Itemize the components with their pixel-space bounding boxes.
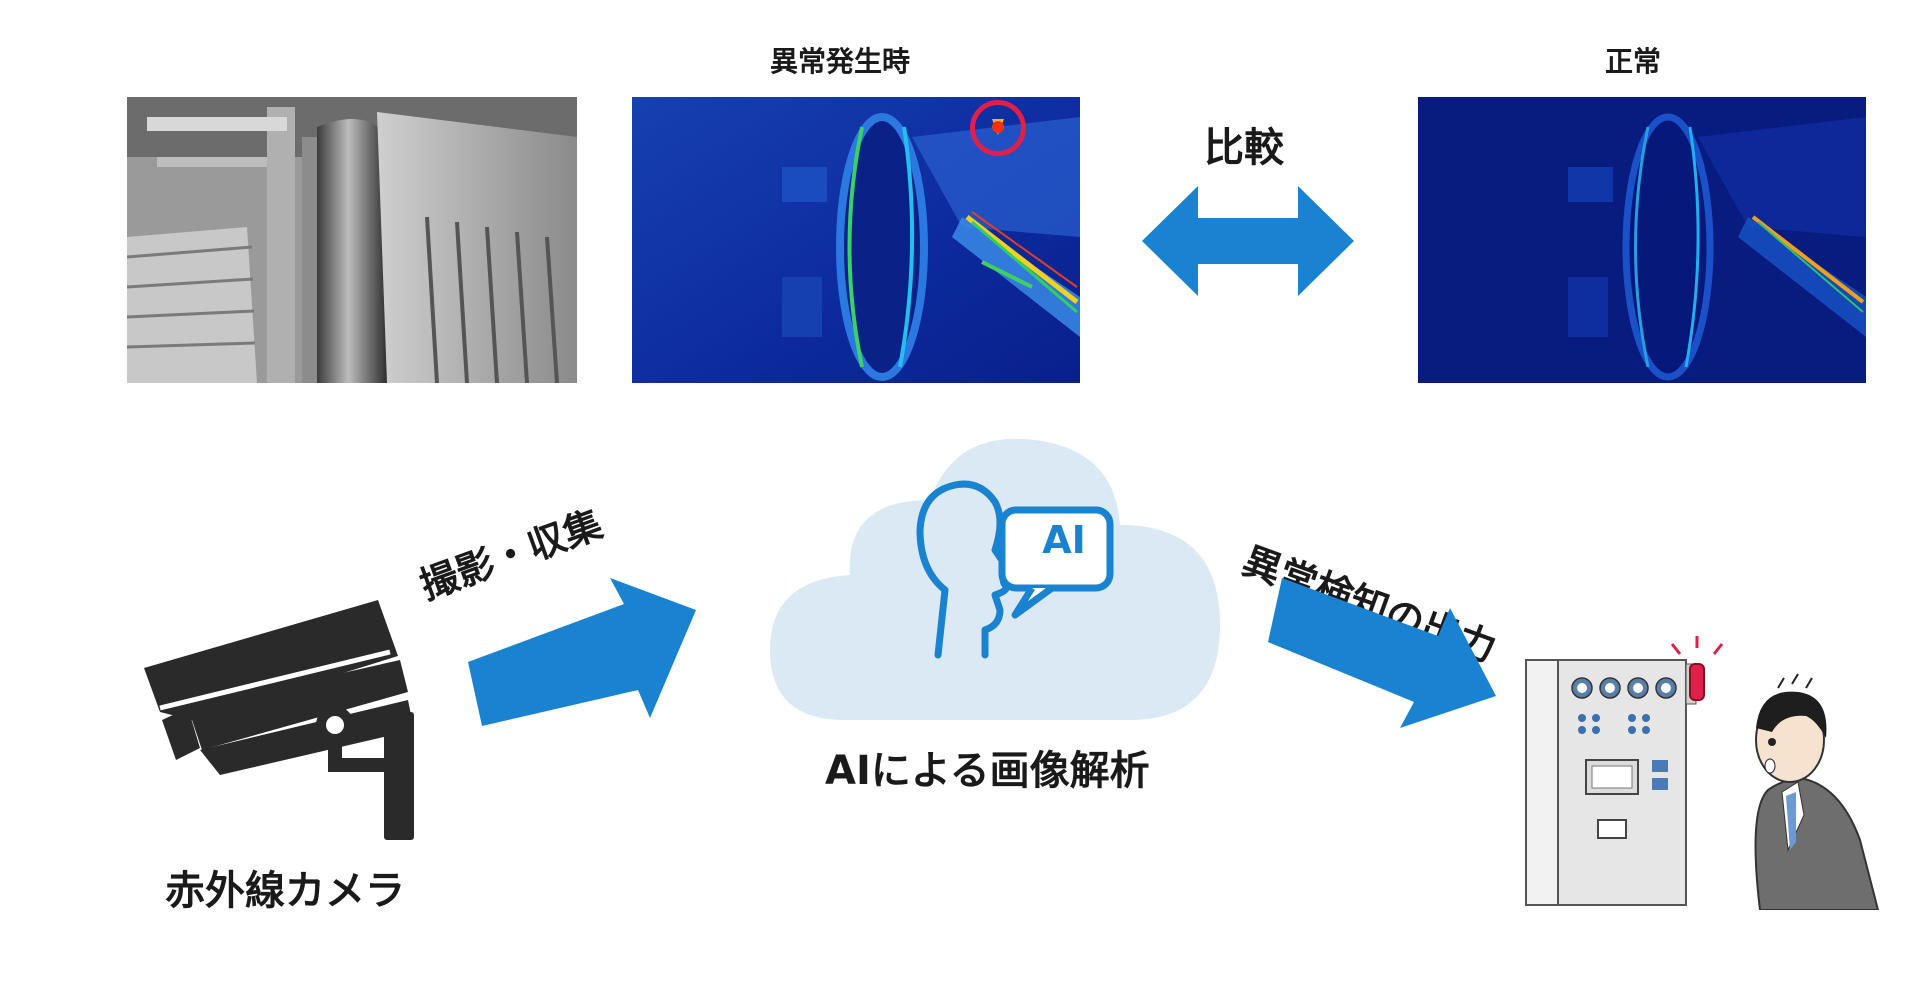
double-arrow-icon [1142, 186, 1354, 296]
anomaly-thermal-image [632, 97, 1080, 383]
anomaly-label: 異常発生時 [770, 45, 911, 78]
capture-arrow-icon [468, 578, 708, 728]
control-panel-with-operator [1520, 610, 1880, 910]
ai-cloud: AI [770, 430, 1220, 730]
visible-photo [127, 97, 577, 383]
output-arrow-icon [1268, 578, 1498, 728]
ai-label: AIによる画像解析 [825, 748, 1150, 794]
compare-label: 比較 [1204, 125, 1284, 171]
normal-thermal-image [1418, 97, 1866, 383]
camera-icon [140, 600, 430, 845]
camera-label: 赤外線カメラ [165, 868, 405, 914]
normal-label: 正常 [1605, 45, 1662, 78]
anomaly-highlight-circle [970, 100, 1026, 156]
ai-badge: AI [1042, 518, 1086, 562]
